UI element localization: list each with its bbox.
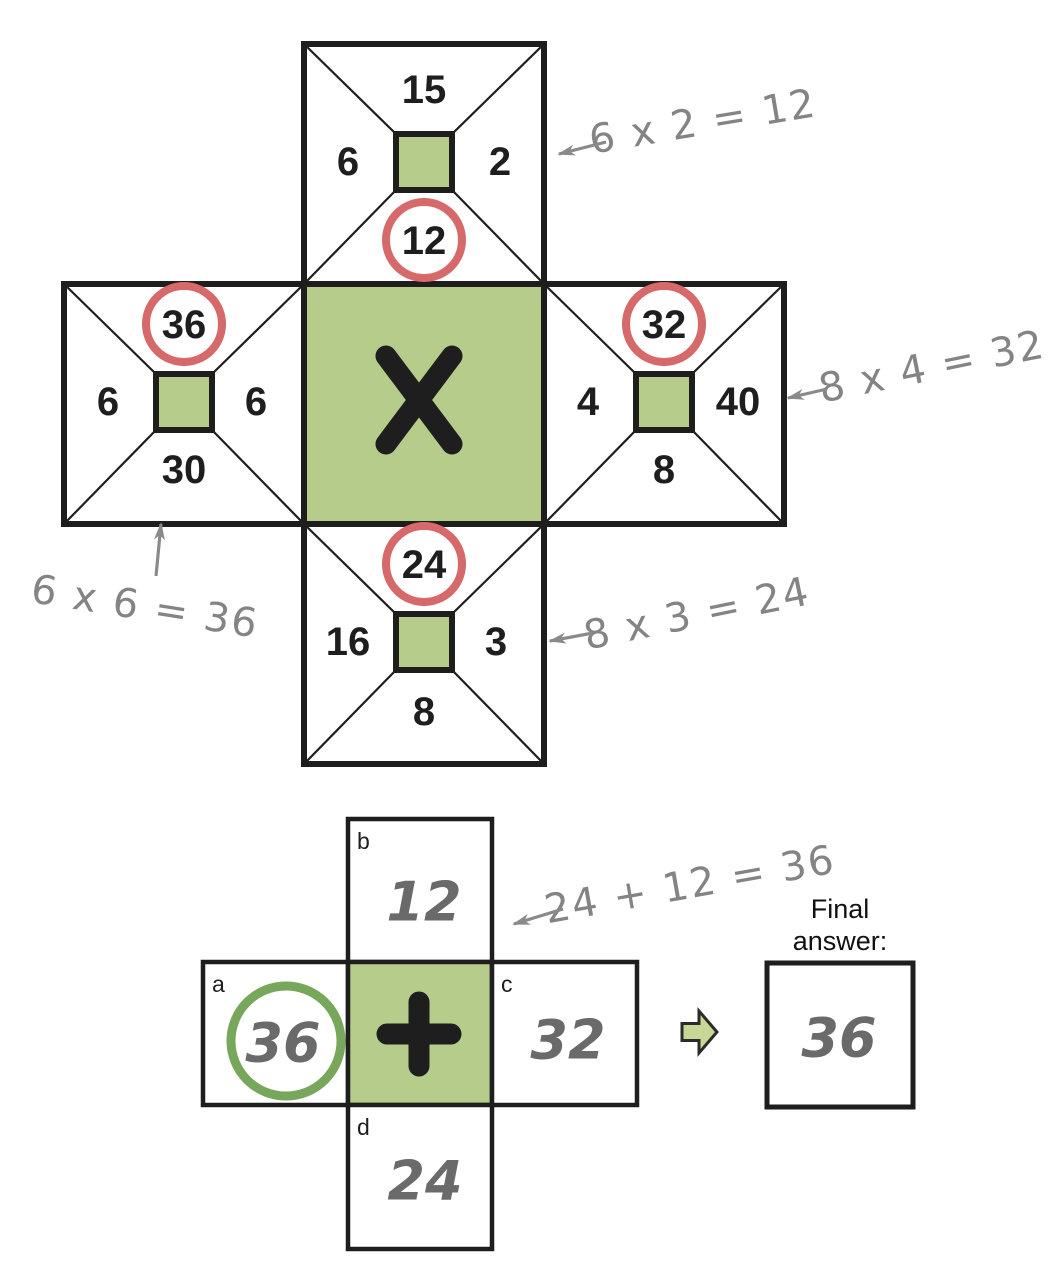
diagonal-line xyxy=(211,283,305,375)
diagonal-line xyxy=(543,283,637,375)
diagonal-line xyxy=(543,429,637,525)
cell-c-value: 32 xyxy=(530,1009,605,1072)
multiply-symbol xyxy=(375,345,463,455)
cell-c-label: c xyxy=(501,971,513,997)
addition-cross: + b a c d 12 36 32 24 24 + 12 = 36 Final… xyxy=(200,816,916,1252)
annotation-arrow xyxy=(548,631,594,644)
product-value: 12 xyxy=(402,219,447,263)
square-top-number: 15 xyxy=(402,68,447,112)
cell-c xyxy=(489,959,640,1108)
annotation-arrow xyxy=(786,387,828,400)
square-right-number: 40 xyxy=(716,380,761,424)
factor-square-right: 4 40 8 32 xyxy=(541,281,787,527)
product-circle xyxy=(622,282,706,366)
diagonal-line xyxy=(451,669,545,765)
factor-square-left: 6 6 30 36 xyxy=(61,281,307,527)
mini-green-square xyxy=(393,131,455,193)
mini-green-square xyxy=(153,371,215,433)
product-value: 24 xyxy=(402,543,447,587)
square-right-number: 6 xyxy=(245,380,267,424)
product-value: 32 xyxy=(642,303,687,347)
square-left-number: 6 xyxy=(97,380,119,424)
diagonal-line xyxy=(451,43,545,135)
cell-d-value: 24 xyxy=(387,1150,462,1213)
cell-a-label: a xyxy=(212,971,225,997)
cell-a-value: 36 xyxy=(245,1012,320,1075)
product-value: 36 xyxy=(162,303,207,347)
product-circle xyxy=(382,522,466,606)
diagonal-line xyxy=(303,43,397,135)
diagonal-line xyxy=(63,283,157,375)
square-left-number: 16 xyxy=(326,620,371,664)
diagonal-line xyxy=(303,669,397,765)
annotation-arrow xyxy=(153,522,165,577)
diagonal-line xyxy=(691,429,785,525)
annotation-arrow xyxy=(557,140,607,156)
right-block-arrow-icon xyxy=(680,1006,719,1058)
diagonal-line xyxy=(451,189,545,285)
product-circle xyxy=(142,282,226,366)
square-bottom-number: 30 xyxy=(162,448,207,492)
product-circle xyxy=(382,198,466,282)
mini-green-square xyxy=(633,371,695,433)
factor-square-bottom: 16 3 8 24 xyxy=(301,521,547,767)
diagonal-line xyxy=(451,523,545,615)
final-answer-box xyxy=(764,960,916,1110)
square-left-number: 6 xyxy=(337,140,359,184)
diagonal-line xyxy=(63,429,157,525)
final-answer-label: Final xyxy=(811,894,870,924)
cell-b-value: 12 xyxy=(386,871,461,934)
cell-b-label: b xyxy=(357,828,370,854)
circled-result xyxy=(226,981,346,1101)
square-right-number: 3 xyxy=(485,620,507,664)
factor-square-top: 15 6 2 12 xyxy=(301,41,547,287)
square-bottom-number: 8 xyxy=(653,448,675,492)
square-right-number: 2 xyxy=(489,140,511,184)
square-left-number: 4 xyxy=(577,380,600,424)
mini-green-square xyxy=(393,611,455,673)
diagonal-line xyxy=(211,429,305,525)
diagonal-line xyxy=(691,283,785,375)
final-answer-label: answer: xyxy=(793,926,888,956)
annotation-arrow xyxy=(512,907,564,926)
diagonal-line xyxy=(303,189,397,285)
cell-d xyxy=(345,1102,495,1252)
cell-d-label: d xyxy=(357,1114,370,1140)
diagonal-line xyxy=(303,523,397,615)
final-answer-value: 36 xyxy=(801,1007,876,1070)
square-bottom-number: 8 xyxy=(413,690,435,734)
